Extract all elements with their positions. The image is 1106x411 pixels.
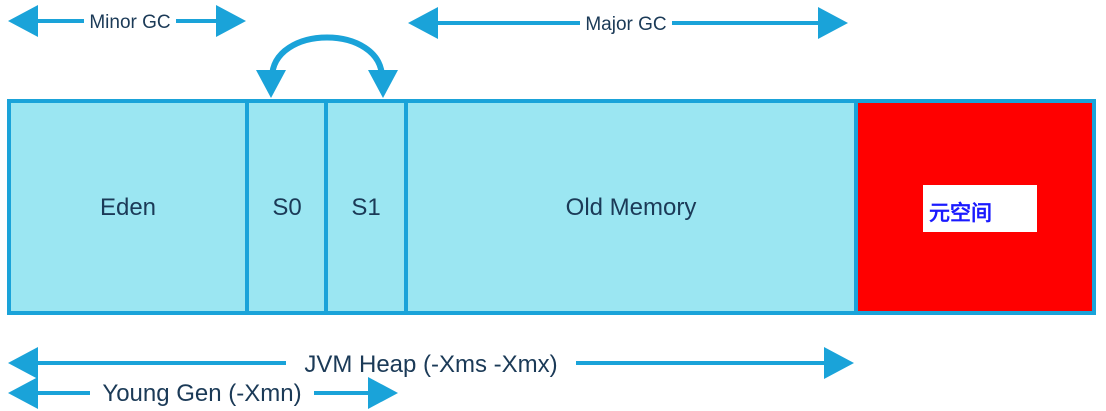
s0-block xyxy=(245,99,328,315)
s1-label: S1 xyxy=(351,194,380,221)
old-memory-label: Old Memory xyxy=(566,194,697,221)
survivor-swap-arrow xyxy=(256,34,398,98)
young-gen-label: Young Gen (-Xmn) xyxy=(102,380,301,407)
s1-block xyxy=(324,99,408,315)
old-memory-block xyxy=(404,99,858,315)
minor-gc-label: Minor GC xyxy=(89,12,170,33)
eden-label: Eden xyxy=(100,194,156,221)
major-gc-label: Major GC xyxy=(585,14,666,35)
metaspace-label-box xyxy=(923,185,1037,232)
eden-block xyxy=(7,99,249,315)
jvm-heap-label: JVM Heap (-Xms -Xmx) xyxy=(304,351,557,378)
metaspace-label: 元空间 xyxy=(929,201,992,225)
s0-label: S0 xyxy=(272,194,301,221)
